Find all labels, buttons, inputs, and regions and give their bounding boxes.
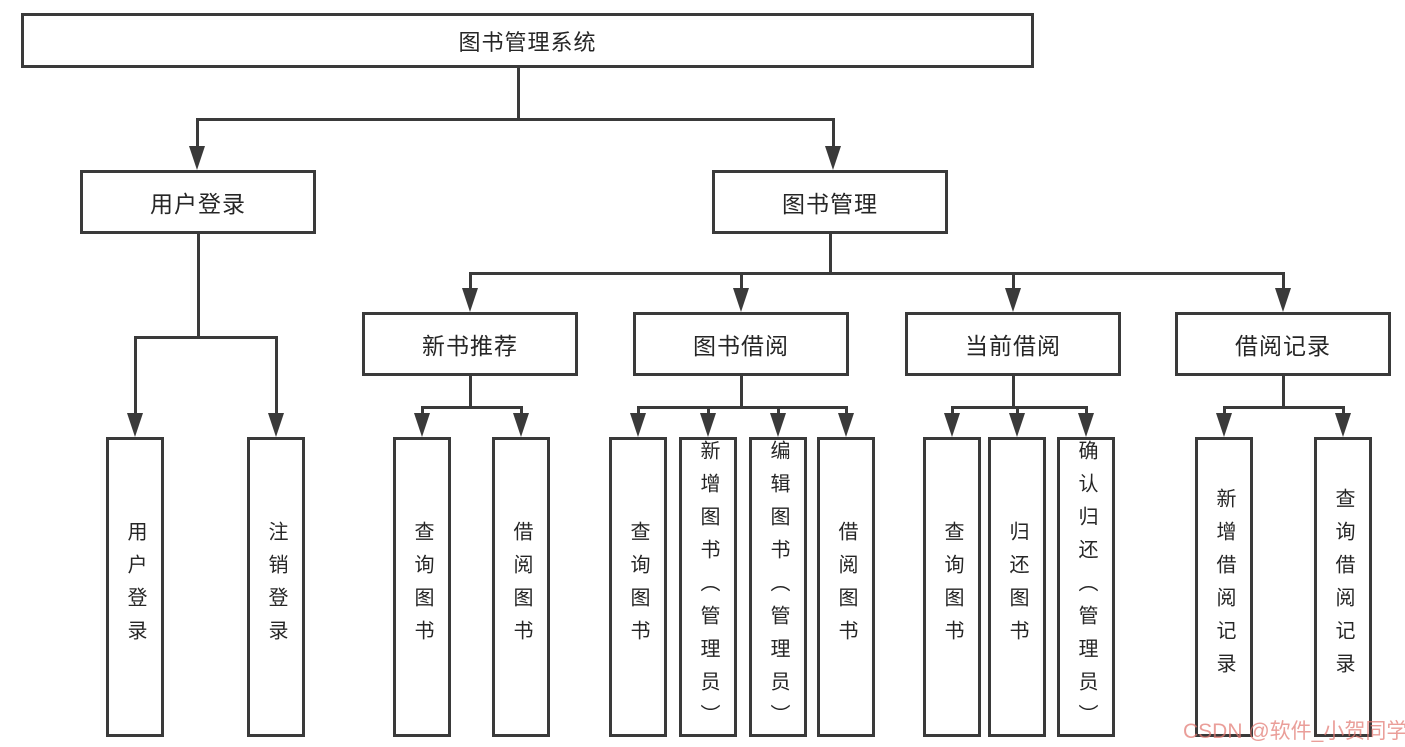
leaf-add-books-admin: 新增图书（管理员） [679,437,737,737]
connector-recommend-bracket [421,406,523,409]
node-root-label: 图书管理系统 [458,29,597,55]
connector-level3-bracket [469,272,1285,275]
connector-book-management-trunk [829,234,832,272]
leaf-edit-books-admin-label: 编辑图书（管理员） [767,440,789,737]
connector-borrowing-bracket [637,406,848,409]
connector-current-leaf3-shaft [1085,406,1088,416]
leaf-borrowing-borrow-books-label: 借阅图书 [835,521,857,653]
arrowhead-recommend-leaf2 [513,413,529,437]
connector-records-shaft [1282,272,1285,290]
arrowhead-leaf-logout [268,413,284,437]
arrowhead-current [1005,288,1021,312]
connector-borrowing-leaf2-shaft [707,406,710,416]
arrowhead-borrowing-leaf1 [630,413,646,437]
leaf-add-borrow-record: 新增借阅记录 [1195,437,1253,737]
leaf-recommend-query-books-label: 查询图书 [411,521,433,653]
arrowhead-records [1275,288,1291,312]
connector-book-management-shaft [832,118,835,148]
connector-current-shaft [1012,272,1015,290]
node-user-login-label: 用户登录 [150,191,246,217]
leaf-recommend-borrow-books-label: 借阅图书 [510,521,532,653]
arrowhead-borrowing-leaf3 [770,413,786,437]
leaf-current-query-books-label: 查询图书 [941,521,963,653]
node-book-management-label: 图书管理 [782,191,878,217]
node-book-borrowing: 图书借阅 [633,312,849,376]
connector-borrowing-leaf1-shaft [637,406,640,416]
leaf-recommend-borrow-books: 借阅图书 [492,437,550,737]
node-book-management: 图书管理 [712,170,948,234]
node-borrow-records-label: 借阅记录 [1235,333,1331,359]
node-borrow-records: 借阅记录 [1175,312,1391,376]
connector-borrowing-leaf4-shaft [845,406,848,416]
arrowhead-leaf-user-login [127,413,143,437]
connector-user-login-bracket [134,336,278,339]
connector-current-leaf2-shaft [1016,406,1019,416]
node-book-borrowing-label: 图书借阅 [693,333,789,359]
connector-user-login-trunk [197,234,200,336]
leaf-logout: 注销登录 [247,437,305,737]
node-current-borrowing-label: 当前借阅 [965,333,1061,359]
node-new-book-recommend: 新书推荐 [362,312,578,376]
leaf-borrowing-query-books-label: 查询图书 [627,521,649,653]
connector-current-leaf1-shaft [951,406,954,416]
leaf-add-books-admin-label: 新增图书（管理员） [697,440,719,737]
arrowhead-borrowing [733,288,749,312]
leaf-user-login-label: 用户登录 [124,521,146,653]
connector-borrowing-trunk [740,376,743,406]
connector-records-trunk [1282,376,1285,406]
arrowhead-borrowing-leaf2 [700,413,716,437]
node-user-login: 用户登录 [80,170,316,234]
connector-borrowing-shaft [740,272,743,290]
leaf-query-borrow-record-label: 查询借阅记录 [1332,488,1354,686]
arrowhead-borrowing-leaf4 [838,413,854,437]
connector-level1-bracket [196,118,834,121]
leaf-recommend-query-books: 查询图书 [393,437,451,737]
node-new-book-recommend-label: 新书推荐 [422,333,518,359]
csdn-watermark: CSDN @软件_小贺同学 [1183,720,1405,743]
arrowhead-records-leaf2 [1335,413,1351,437]
connector-leaf-user-login-shaft [134,336,137,415]
connector-records-bracket [1223,406,1345,409]
connector-leaf-logout-shaft [275,336,278,415]
leaf-return-books: 归还图书 [988,437,1046,737]
node-current-borrowing: 当前借阅 [905,312,1121,376]
leaf-current-query-books: 查询图书 [923,437,981,737]
arrowhead-records-leaf1 [1216,413,1232,437]
leaf-borrowing-borrow-books: 借阅图书 [817,437,875,737]
node-root: 图书管理系统 [21,13,1034,68]
connector-root-trunk [517,66,520,118]
connector-recommend-leaf2-shaft [520,406,523,416]
leaf-edit-books-admin: 编辑图书（管理员） [749,437,807,737]
arrowhead-current-leaf2 [1009,413,1025,437]
connector-current-trunk [1012,376,1015,406]
leaf-query-borrow-record: 查询借阅记录 [1314,437,1372,737]
connector-records-leaf2-shaft [1342,406,1345,416]
arrowhead-recommend-leaf1 [414,413,430,437]
connector-recommend-shaft [469,272,472,290]
leaf-logout-label: 注销登录 [265,521,287,653]
connector-recommend-trunk [469,376,472,406]
connector-borrowing-leaf3-shaft [777,406,780,416]
leaf-borrowing-query-books: 查询图书 [609,437,667,737]
arrowhead-book-management [825,146,841,170]
connector-recommend-leaf1-shaft [421,406,424,416]
leaf-confirm-return-admin: 确认归还（管理员） [1057,437,1115,737]
connector-records-leaf1-shaft [1223,406,1226,416]
leaf-return-books-label: 归还图书 [1006,521,1028,653]
arrowhead-current-leaf1 [944,413,960,437]
connector-current-bracket [951,406,1088,409]
arrowhead-recommend [462,288,478,312]
leaf-confirm-return-admin-label: 确认归还（管理员） [1075,440,1097,737]
leaf-user-login: 用户登录 [106,437,164,737]
arrowhead-user-login [189,146,205,170]
leaf-add-borrow-record-label: 新增借阅记录 [1213,488,1235,686]
arrowhead-current-leaf3 [1078,413,1094,437]
connector-user-login-shaft [196,118,199,148]
